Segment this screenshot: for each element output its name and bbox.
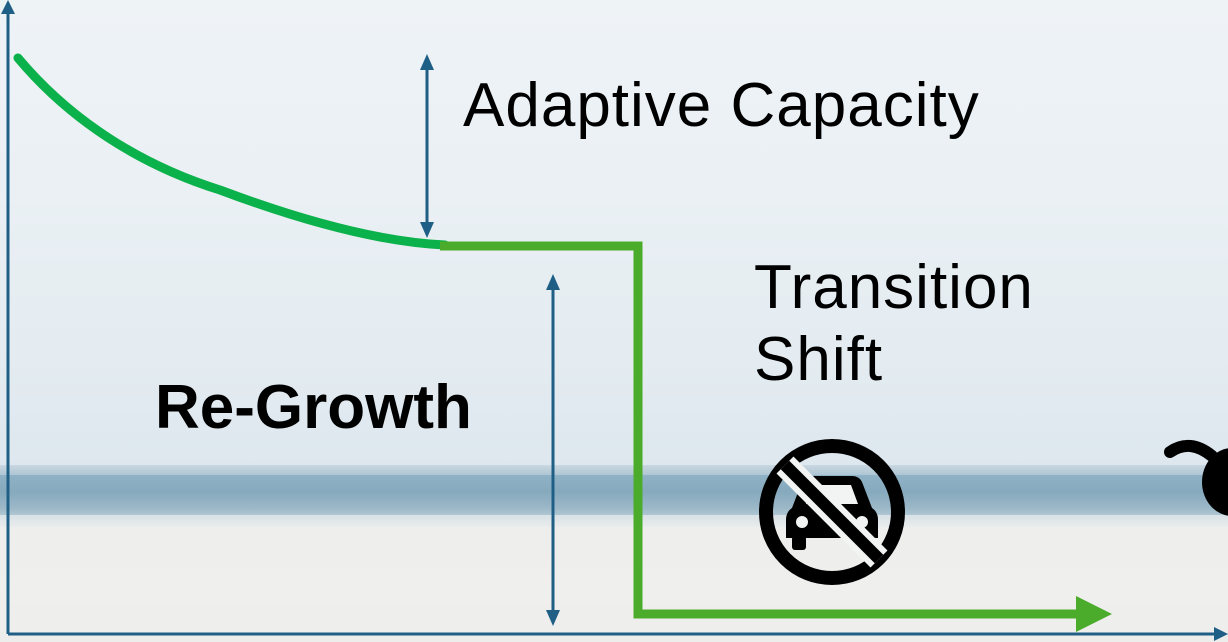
regrowth-label: Re-Growth — [155, 373, 472, 442]
regrowth-arrow — [546, 274, 560, 626]
no-car-icon — [759, 439, 905, 585]
x-axis-arrowhead — [1214, 627, 1228, 641]
y-axis-arrowhead — [1, 0, 15, 14]
transition-label-line2: Shift — [754, 325, 884, 394]
background-horizon — [0, 465, 1228, 477]
dark-shape-icon — [1164, 440, 1228, 516]
transition-label-line1: Transition — [754, 253, 1034, 322]
background-surf — [0, 515, 1228, 529]
transition-arrowhead — [1076, 596, 1112, 632]
adaptive-capacity-arrow — [420, 54, 434, 238]
decline-curve — [13, 53, 450, 250]
background-sky — [0, 0, 1228, 470]
transition-step-line — [440, 241, 1085, 619]
transition-shift-label: Transition Shift — [754, 252, 1034, 396]
background-sand — [0, 527, 1228, 642]
adaptive-capacity-label: Adaptive Capacity — [463, 71, 980, 140]
